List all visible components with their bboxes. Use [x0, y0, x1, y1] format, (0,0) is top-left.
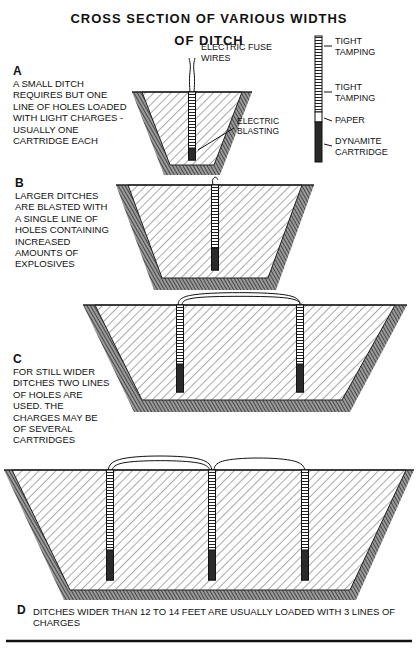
soil-shading — [83, 305, 407, 412]
ground-line — [83, 304, 407, 306]
leader-line — [324, 46, 332, 47]
blast-hole — [107, 470, 114, 580]
blast-hole — [209, 470, 216, 580]
section-letter: B — [14, 176, 36, 190]
tamping — [315, 36, 322, 112]
ditch-section — [95, 305, 395, 400]
fuse-wire — [178, 293, 300, 305]
hole-tamping — [297, 305, 304, 392]
blast-hole — [302, 470, 309, 580]
ditch-section — [12, 470, 406, 590]
section-letter: A — [12, 64, 34, 78]
section-letter: C — [12, 352, 34, 366]
leader-line — [198, 128, 234, 150]
cartridge — [209, 550, 216, 580]
hole-tamping — [107, 470, 114, 580]
part-label: ELECTRIC FUSE WIRES — [200, 42, 292, 64]
blast-hole — [297, 305, 304, 392]
note-text: DITCHES WIDER THAN 12 TO 14 FEET ARE USU… — [32, 606, 400, 629]
fuse-wire — [194, 58, 195, 92]
note-text: A SMALL DITCH REQUIRES BUT ONE LINE OF H… — [12, 78, 132, 146]
cartridge — [297, 364, 304, 392]
fuse-wire — [213, 177, 218, 185]
soil-shading — [116, 185, 314, 290]
part-label: ELECTRIC BLASTING — [236, 116, 298, 136]
dynamite-cartridge — [315, 122, 322, 162]
cartridge — [177, 364, 184, 392]
hole-tamping — [212, 185, 219, 270]
blast-hole — [212, 185, 219, 270]
fuse-wire — [214, 458, 305, 470]
note-text: FOR STILL WIDER DITCHES TWO LINES OF HOL… — [12, 366, 112, 446]
ditch-d — [4, 470, 414, 600]
part-label: TIGHT TAMPING — [334, 36, 390, 58]
blast-holes — [107, 58, 309, 580]
ditch-section — [142, 92, 242, 165]
fuse-wire — [108, 456, 212, 470]
cartridge — [107, 550, 114, 580]
part-label: TIGHT TAMPING — [334, 82, 390, 104]
hole-tamping — [189, 92, 196, 160]
ditch-a — [132, 92, 252, 175]
hole-tamping — [209, 470, 216, 580]
note-text: LARGER DITCHES ARE BLASTED WITH A SINGLE… — [14, 190, 116, 270]
hole-detail — [315, 36, 332, 162]
leader-line — [324, 118, 332, 121]
soil-shading — [4, 470, 414, 600]
fuse-wire — [189, 58, 190, 92]
part-label: DYNAMITE CARTRIDGE — [334, 136, 416, 158]
leader-line — [324, 92, 332, 93]
ditch-b — [116, 185, 314, 290]
cartridge — [189, 148, 196, 160]
ditch-c — [83, 305, 407, 412]
hole-tamping — [177, 305, 184, 392]
hole-tamping — [302, 470, 309, 580]
blast-hole — [189, 92, 196, 160]
blast-hole — [177, 305, 184, 392]
ditch-section — [128, 185, 302, 278]
cartridge — [302, 550, 309, 580]
leader-line — [324, 144, 332, 146]
part-label: PAPER — [334, 115, 396, 126]
soil-shading — [132, 92, 252, 175]
paper — [315, 112, 322, 122]
fuse-wire — [182, 296, 302, 305]
cartridge — [212, 248, 219, 270]
rule-line — [6, 640, 412, 643]
fuse-wire — [112, 461, 210, 470]
